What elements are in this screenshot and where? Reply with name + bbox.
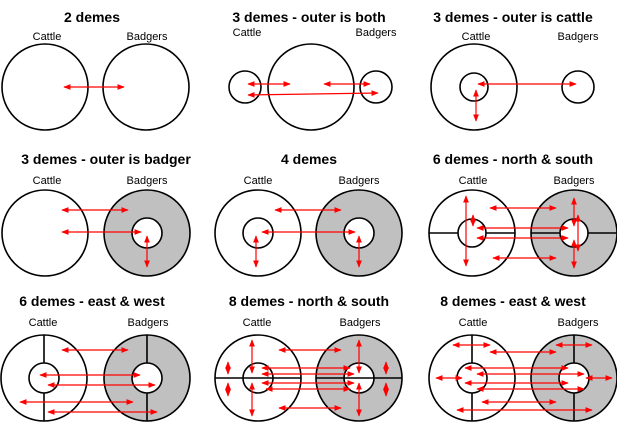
panel-title: 4 demes (281, 151, 337, 167)
cattle-label: Cattle (462, 31, 491, 43)
cattle-label: Cattle (459, 175, 488, 187)
badger-inner-deme (131, 362, 163, 394)
badgers-label: Badgers (127, 31, 168, 43)
panel-title: 3 demes - outer is badger (21, 151, 191, 167)
panel-title: 3 demes - outer is cattle (433, 9, 593, 25)
cattle-deme (1, 189, 89, 277)
panel-title: 6 demes - east & west (19, 293, 165, 309)
cattle-inner-deme (242, 217, 274, 249)
panel-title: 2 demes (64, 9, 120, 25)
panel-2-demes: 2 demes Cattle Badgers (1, 9, 190, 131)
badgers-label: Badgers (128, 317, 169, 329)
panel-8-demes-east-west: 8 demes - east & west Cattle Badgers (428, 293, 617, 422)
badger-deme (359, 70, 393, 104)
cattle-deme (228, 70, 262, 104)
cattle-label: Cattle (244, 175, 273, 187)
badgers-label: Badgers (127, 175, 168, 187)
badger-deme (561, 70, 595, 104)
cattle-label: Cattle (33, 31, 62, 43)
cattle-label: Cattle (233, 27, 262, 39)
panel-3-demes-outer-badger: 3 demes - outer is badger Cattle Badgers (1, 151, 191, 277)
panel-6-demes-east-west: 6 demes - east & west Cattle Badgers (0, 293, 191, 422)
cattle-label: Cattle (459, 317, 488, 329)
panel-4-demes: 4 demes Cattle Badgers (214, 151, 403, 277)
badgers-label: Badgers (558, 317, 599, 329)
cattle-label: Cattle (29, 317, 58, 329)
panel-title: 8 demes - north & south (229, 293, 389, 309)
cattle-inner-deme (457, 218, 487, 248)
badgers-label: Badgers (340, 317, 381, 329)
cattle-inner-deme (28, 362, 60, 394)
badgers-label: Badgers (339, 175, 380, 187)
badgers-label: Badgers (554, 175, 595, 187)
panel-title: 6 demes - north & south (433, 151, 593, 167)
shared-outer-deme (267, 43, 355, 131)
cattle-inner-deme (459, 72, 489, 102)
panel-3-demes-outer-both: 3 demes - outer is both Cattle Badgers (228, 9, 397, 131)
badgers-label: Badgers (558, 31, 599, 43)
cattle-label: Cattle (243, 317, 272, 329)
panel-3-demes-outer-cattle: 3 demes - outer is cattle Cattle Badgers (430, 9, 599, 131)
panel-title: 3 demes - outer is both (232, 9, 385, 25)
badgers-label: Badgers (356, 27, 397, 39)
cattle-label: Cattle (33, 175, 62, 187)
panel-8-demes-north-south: 8 demes - north & south Cattle Badgers (214, 293, 403, 422)
panel-6-demes-north-south: 6 demes - north & south Cattle Badgers (428, 151, 617, 277)
panel-title: 8 demes - east & west (440, 293, 586, 309)
transmission-arrow (247, 90, 379, 98)
